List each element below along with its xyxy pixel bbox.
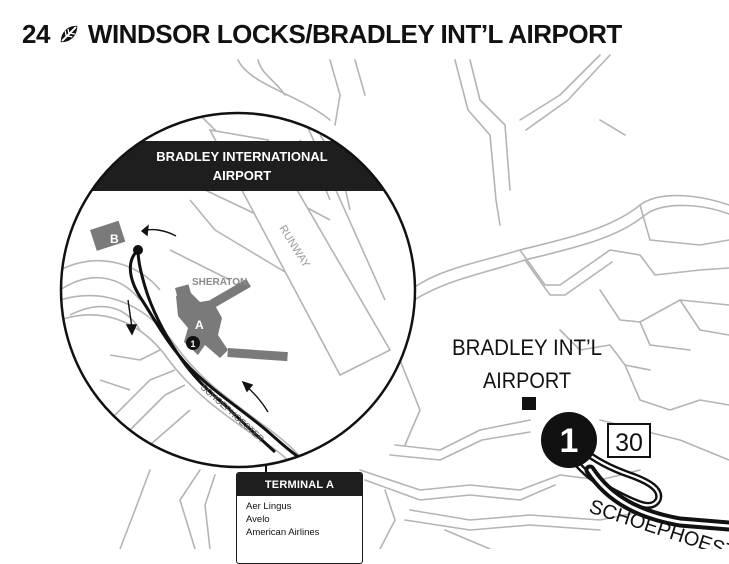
terminal-b-label: B xyxy=(110,232,119,246)
inset-stop-marker[interactable]: 1 xyxy=(186,336,200,350)
page-header: 24 WINDSOR LOCKS/BRADLEY INT’L AIRPORT xyxy=(22,14,622,54)
inset-banner-line1: BRADLEY INTERNATIONAL xyxy=(156,149,327,164)
leaf-icon xyxy=(60,25,78,43)
main-route xyxy=(556,436,729,532)
sheraton-label: SHERATON xyxy=(192,277,247,288)
terminal-a-label: A xyxy=(195,318,204,332)
inset-banner-line2: AIRPORT xyxy=(213,168,272,183)
map-canvas: BRADLEY INT’L AIRPORT 1 30 SCHOEPHOESTER xyxy=(59,54,729,549)
stop-marker[interactable]: 1 xyxy=(541,412,597,468)
route-number: 24 xyxy=(22,18,50,49)
airline-item: American Airlines xyxy=(246,527,320,538)
terminal-a-info-box: TERMINAL A Aer Lingus Avelo American Air… xyxy=(236,472,363,564)
terminal-b[interactable]: B xyxy=(90,220,126,251)
airport-marker xyxy=(522,397,536,410)
airline-list: Aer Lingus Avelo American Airlines xyxy=(237,496,362,539)
background-roads xyxy=(119,54,729,549)
route-box-number: 30 xyxy=(615,429,643,457)
page-title: WINDSOR LOCKS/BRADLEY INT’L AIRPORT xyxy=(87,18,622,49)
terminal-box-title: TERMINAL A xyxy=(237,473,362,496)
inset-map: RUNWAY B A SHERATON xyxy=(59,111,417,469)
inset-stop-number: 1 xyxy=(190,339,195,349)
inset-route xyxy=(128,248,321,467)
inset-stop-dot xyxy=(133,245,143,255)
stop-number: 1 xyxy=(560,422,579,460)
route-number-box[interactable]: 30 xyxy=(607,423,651,458)
airline-item: Avelo xyxy=(246,514,270,525)
airline-item: Aer Lingus xyxy=(246,501,292,512)
direction-arrows xyxy=(125,224,269,413)
airport-label-line2: AIRPORT xyxy=(483,368,571,393)
airport-label-line1: BRADLEY INT’L xyxy=(452,335,602,360)
